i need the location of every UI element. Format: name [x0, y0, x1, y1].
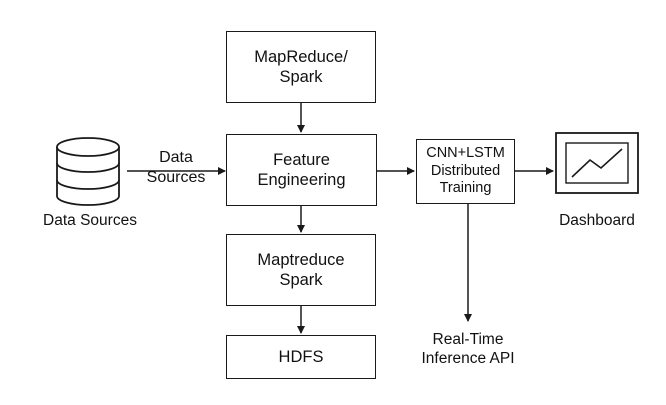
feature-engineering-box: Feature Engineering	[226, 134, 377, 206]
node-line: Engineering	[257, 171, 346, 189]
inference-api-label: Real-Time Inference API	[405, 331, 531, 369]
node-line: Feature	[273, 150, 330, 169]
node-line: Distributed	[430, 162, 501, 179]
caption-text: Dashboard	[559, 212, 635, 229]
cnn-lstm-training-box: CNN+LSTM Distributed Training	[416, 139, 515, 204]
hdfs-box: HDFS	[226, 335, 376, 379]
node-line: Maptreduce	[257, 250, 345, 269]
inference-line: Real-Time	[432, 331, 504, 348]
node-line: HDFS	[278, 347, 324, 366]
dashboard-caption: Dashboard	[547, 211, 647, 230]
edge-label-line: Data	[159, 149, 193, 166]
edge-label-line: Sources	[146, 168, 206, 186]
maptreduce-spark-box: Maptreduce Spark	[226, 234, 376, 306]
node-line: Training	[439, 180, 492, 197]
inference-line: Inference API	[421, 349, 515, 367]
database-icon	[56, 137, 120, 206]
node-line: CNN+LSTM	[426, 144, 505, 161]
line-chart-monitor-icon	[555, 132, 639, 194]
edge-label-data-sources: Data Sources	[131, 148, 221, 187]
caption-text: Data Sources	[43, 212, 137, 229]
node-line: MapReduce/	[254, 47, 348, 66]
node-line: Spark	[279, 68, 323, 86]
data-sources-caption: Data Sources	[30, 211, 150, 230]
node-line: Spark	[279, 271, 323, 289]
mapreduce-spark-box: MapReduce/ Spark	[226, 31, 376, 103]
